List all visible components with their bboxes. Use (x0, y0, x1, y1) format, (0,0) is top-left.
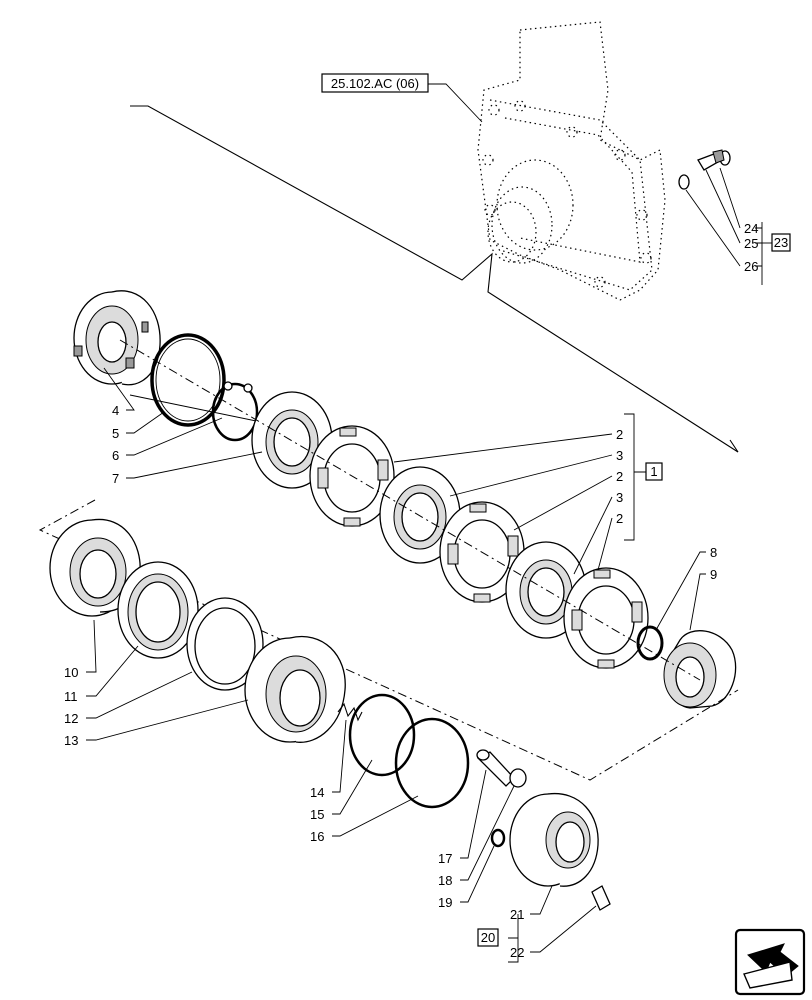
part-22-bolt (591, 885, 611, 911)
part-14-spring (337, 702, 363, 722)
part-13-piston (244, 635, 346, 743)
leader-lines (86, 367, 706, 963)
callout-1: 1 (650, 464, 657, 479)
part-15-o-ring (348, 693, 416, 777)
part-2-plate-c (563, 567, 649, 669)
axis-upper-row (119, 339, 701, 681)
callout-2c[interactable]: 2 (616, 511, 623, 526)
part-17-bolt (476, 749, 515, 787)
housing-reference (477, 21, 666, 301)
part-21-carrier (509, 792, 599, 887)
reference-callout[interactable]: 25.102.AC (06) (321, 73, 483, 123)
part-5-snap-ring (150, 333, 226, 427)
callout-8[interactable]: 8 (710, 545, 717, 560)
callout-21[interactable]: 21 (510, 907, 524, 922)
callout-24[interactable]: 24 (744, 221, 758, 236)
part-7-friction-disc (251, 391, 333, 489)
callout-7[interactable]: 7 (112, 471, 119, 486)
part-11-spring-washer (117, 561, 199, 659)
part-19-ring (490, 828, 506, 848)
callout-20-box[interactable]: 20 (477, 928, 499, 947)
callout-22[interactable]: 22 (510, 945, 524, 960)
callout-5[interactable]: 5 (112, 426, 119, 441)
callout-19[interactable]: 19 (438, 895, 452, 910)
callout-23: 23 (774, 235, 788, 250)
callout-2a[interactable]: 2 (616, 427, 623, 442)
part-3-disc-b (505, 541, 587, 639)
part-8-ring (636, 625, 664, 661)
callout-23-box[interactable]: 23 (771, 233, 791, 252)
reference-label: 25.102.AC (06) (331, 76, 419, 91)
part-3-disc-a (379, 466, 461, 564)
callout-1-box[interactable]: 1 (645, 462, 663, 481)
callout-3b[interactable]: 3 (616, 490, 623, 505)
part-16-o-ring (394, 717, 470, 809)
callout-13[interactable]: 13 (64, 733, 78, 748)
part-18-washer (509, 768, 527, 788)
assembly-axis-upper (130, 105, 739, 453)
fitting-group (678, 149, 772, 285)
callout-14[interactable]: 14 (310, 785, 324, 800)
callout-10[interactable]: 10 (64, 665, 78, 680)
callout-20: 20 (481, 930, 495, 945)
callout-3a[interactable]: 3 (616, 448, 623, 463)
callout-4[interactable]: 4 (112, 403, 119, 418)
callout-25[interactable]: 25 (744, 236, 758, 251)
callout-18[interactable]: 18 (438, 873, 452, 888)
callout-labels: 24 25 26 23 4 5 6 7 2 3 2 3 2 1 8 9 10 1… (64, 221, 791, 960)
callout-11[interactable]: 11 (64, 689, 78, 704)
part-2-plate-a (309, 425, 395, 527)
callout-16[interactable]: 16 (310, 829, 324, 844)
next-page-arrow-icon[interactable] (734, 928, 806, 996)
part-4-cup (73, 290, 161, 386)
callout-6[interactable]: 6 (112, 448, 119, 463)
assembly-axis-tick (729, 439, 739, 453)
callout-2b[interactable]: 2 (616, 469, 623, 484)
part-6-circlip (211, 381, 259, 442)
callout-12[interactable]: 12 (64, 711, 78, 726)
callout-17[interactable]: 17 (438, 851, 452, 866)
part-9-gear-hub (663, 630, 737, 709)
callout-9[interactable]: 9 (710, 567, 717, 582)
part-12-ring (186, 597, 264, 691)
callout-26[interactable]: 26 (744, 259, 758, 274)
callout-15[interactable]: 15 (310, 807, 324, 822)
